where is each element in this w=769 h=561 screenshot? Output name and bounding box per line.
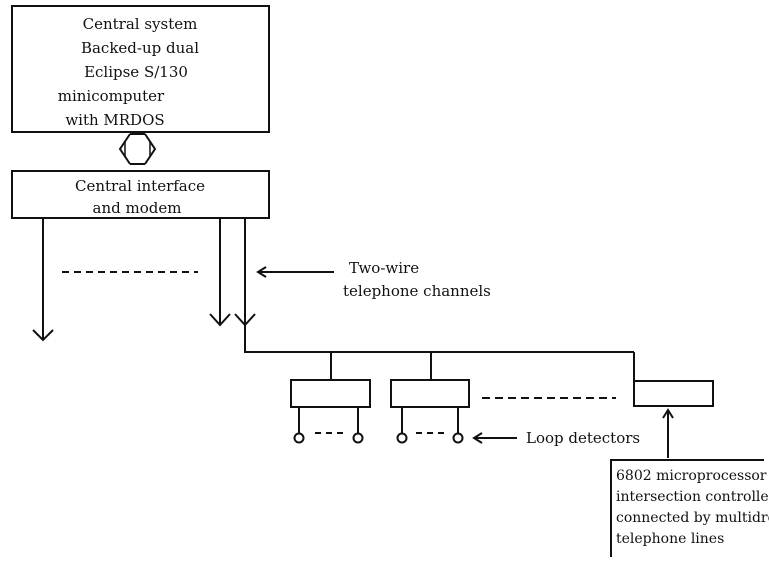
- two-wire-arrowhead-icon: [256, 266, 267, 278]
- channel-end-3: [234, 313, 256, 327]
- controllers-note-line-1: 6802 microprocessor based: [616, 468, 769, 484]
- central-interface-line-2: and modem: [93, 199, 182, 217]
- loop-detector-icon: [452, 432, 464, 444]
- controller-box-2: [390, 379, 470, 408]
- central-interface-line-1: Central interface: [75, 177, 205, 195]
- loop-detector-icon: [352, 432, 364, 444]
- central-system-line-2: Backed-up dual: [81, 39, 199, 57]
- channel-end-2: [209, 313, 231, 327]
- channel-end-1: [32, 329, 54, 342]
- loop-detector-icon: [293, 432, 305, 444]
- two-wire-label-line-1: Two-wire: [349, 259, 419, 277]
- controllers-note-line-4: telephone lines: [616, 531, 724, 547]
- loop-detector-icon: [396, 432, 408, 444]
- bidirectional-link-icon: [118, 133, 157, 165]
- controllers-note-frame: [610, 459, 764, 557]
- loop-detectors-label: Loop detectors: [526, 429, 640, 447]
- central-interface-box: [11, 170, 270, 219]
- loop-detectors-arrowhead-icon: [472, 432, 483, 444]
- controller-box-3: [633, 380, 714, 407]
- controllers-note-line-3: connected by multidropped: [616, 510, 769, 526]
- bidirectional-link-shaft: [124, 141, 151, 157]
- central-system-line-1: Central system: [83, 15, 198, 33]
- controllers-note-arrowhead-icon: [662, 408, 674, 419]
- two-wire-label-line-2: telephone channels: [343, 282, 491, 300]
- central-system-line-5: with MRDOS: [65, 111, 164, 129]
- central-system-box: [11, 5, 270, 133]
- controllers-note-line-2: intersection controllers: [616, 489, 769, 505]
- channel-line-3: [244, 219, 634, 353]
- controller-box-1: [290, 379, 371, 408]
- central-system-line-4: minicomputer: [58, 87, 165, 105]
- central-system-line-3: Eclipse S/130: [84, 63, 188, 81]
